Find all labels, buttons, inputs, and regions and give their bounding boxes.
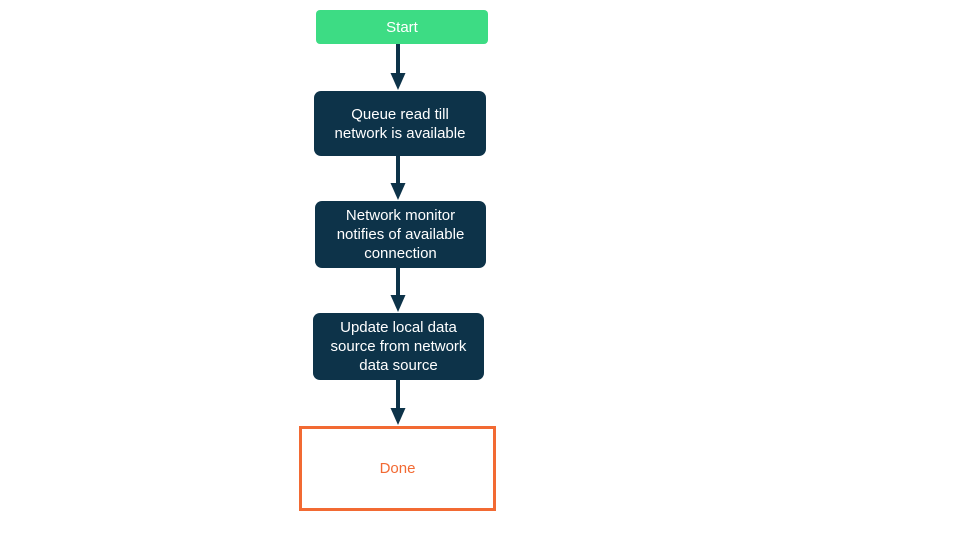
flowchart-node-done-label: Done bbox=[379, 460, 416, 477]
flowchart-node-network-monitor[interactable]: Network monitor notifies of available co… bbox=[315, 201, 486, 268]
arrow-down-icon bbox=[390, 156, 406, 200]
arrow-down-icon bbox=[390, 268, 406, 312]
flowchart-node-done[interactable]: Done bbox=[299, 426, 496, 511]
arrow-down-icon bbox=[390, 44, 406, 90]
arrow-down-icon bbox=[390, 380, 406, 425]
flowchart-node-network-monitor-label: Network monitor notifies of available co… bbox=[336, 207, 465, 262]
flowchart-node-start[interactable]: Start bbox=[316, 10, 488, 44]
flowchart-edge-start-to-queue bbox=[385, 44, 411, 91]
flowchart-edge-queue-to-monitor bbox=[385, 156, 411, 201]
flowchart-node-start-label: Start bbox=[386, 18, 418, 36]
flowchart-node-update-local-data-source-label: Update local data source from network da… bbox=[330, 319, 467, 374]
flowchart-edge-monitor-to-update bbox=[385, 268, 411, 313]
flowchart-node-queue-read[interactable]: Queue read till network is available bbox=[314, 91, 486, 156]
flowchart-edge-update-to-done bbox=[385, 380, 411, 426]
flowchart-node-queue-read-label: Queue read till network is available bbox=[334, 105, 466, 142]
flowchart-node-update-local-data-source[interactable]: Update local data source from network da… bbox=[313, 313, 484, 380]
